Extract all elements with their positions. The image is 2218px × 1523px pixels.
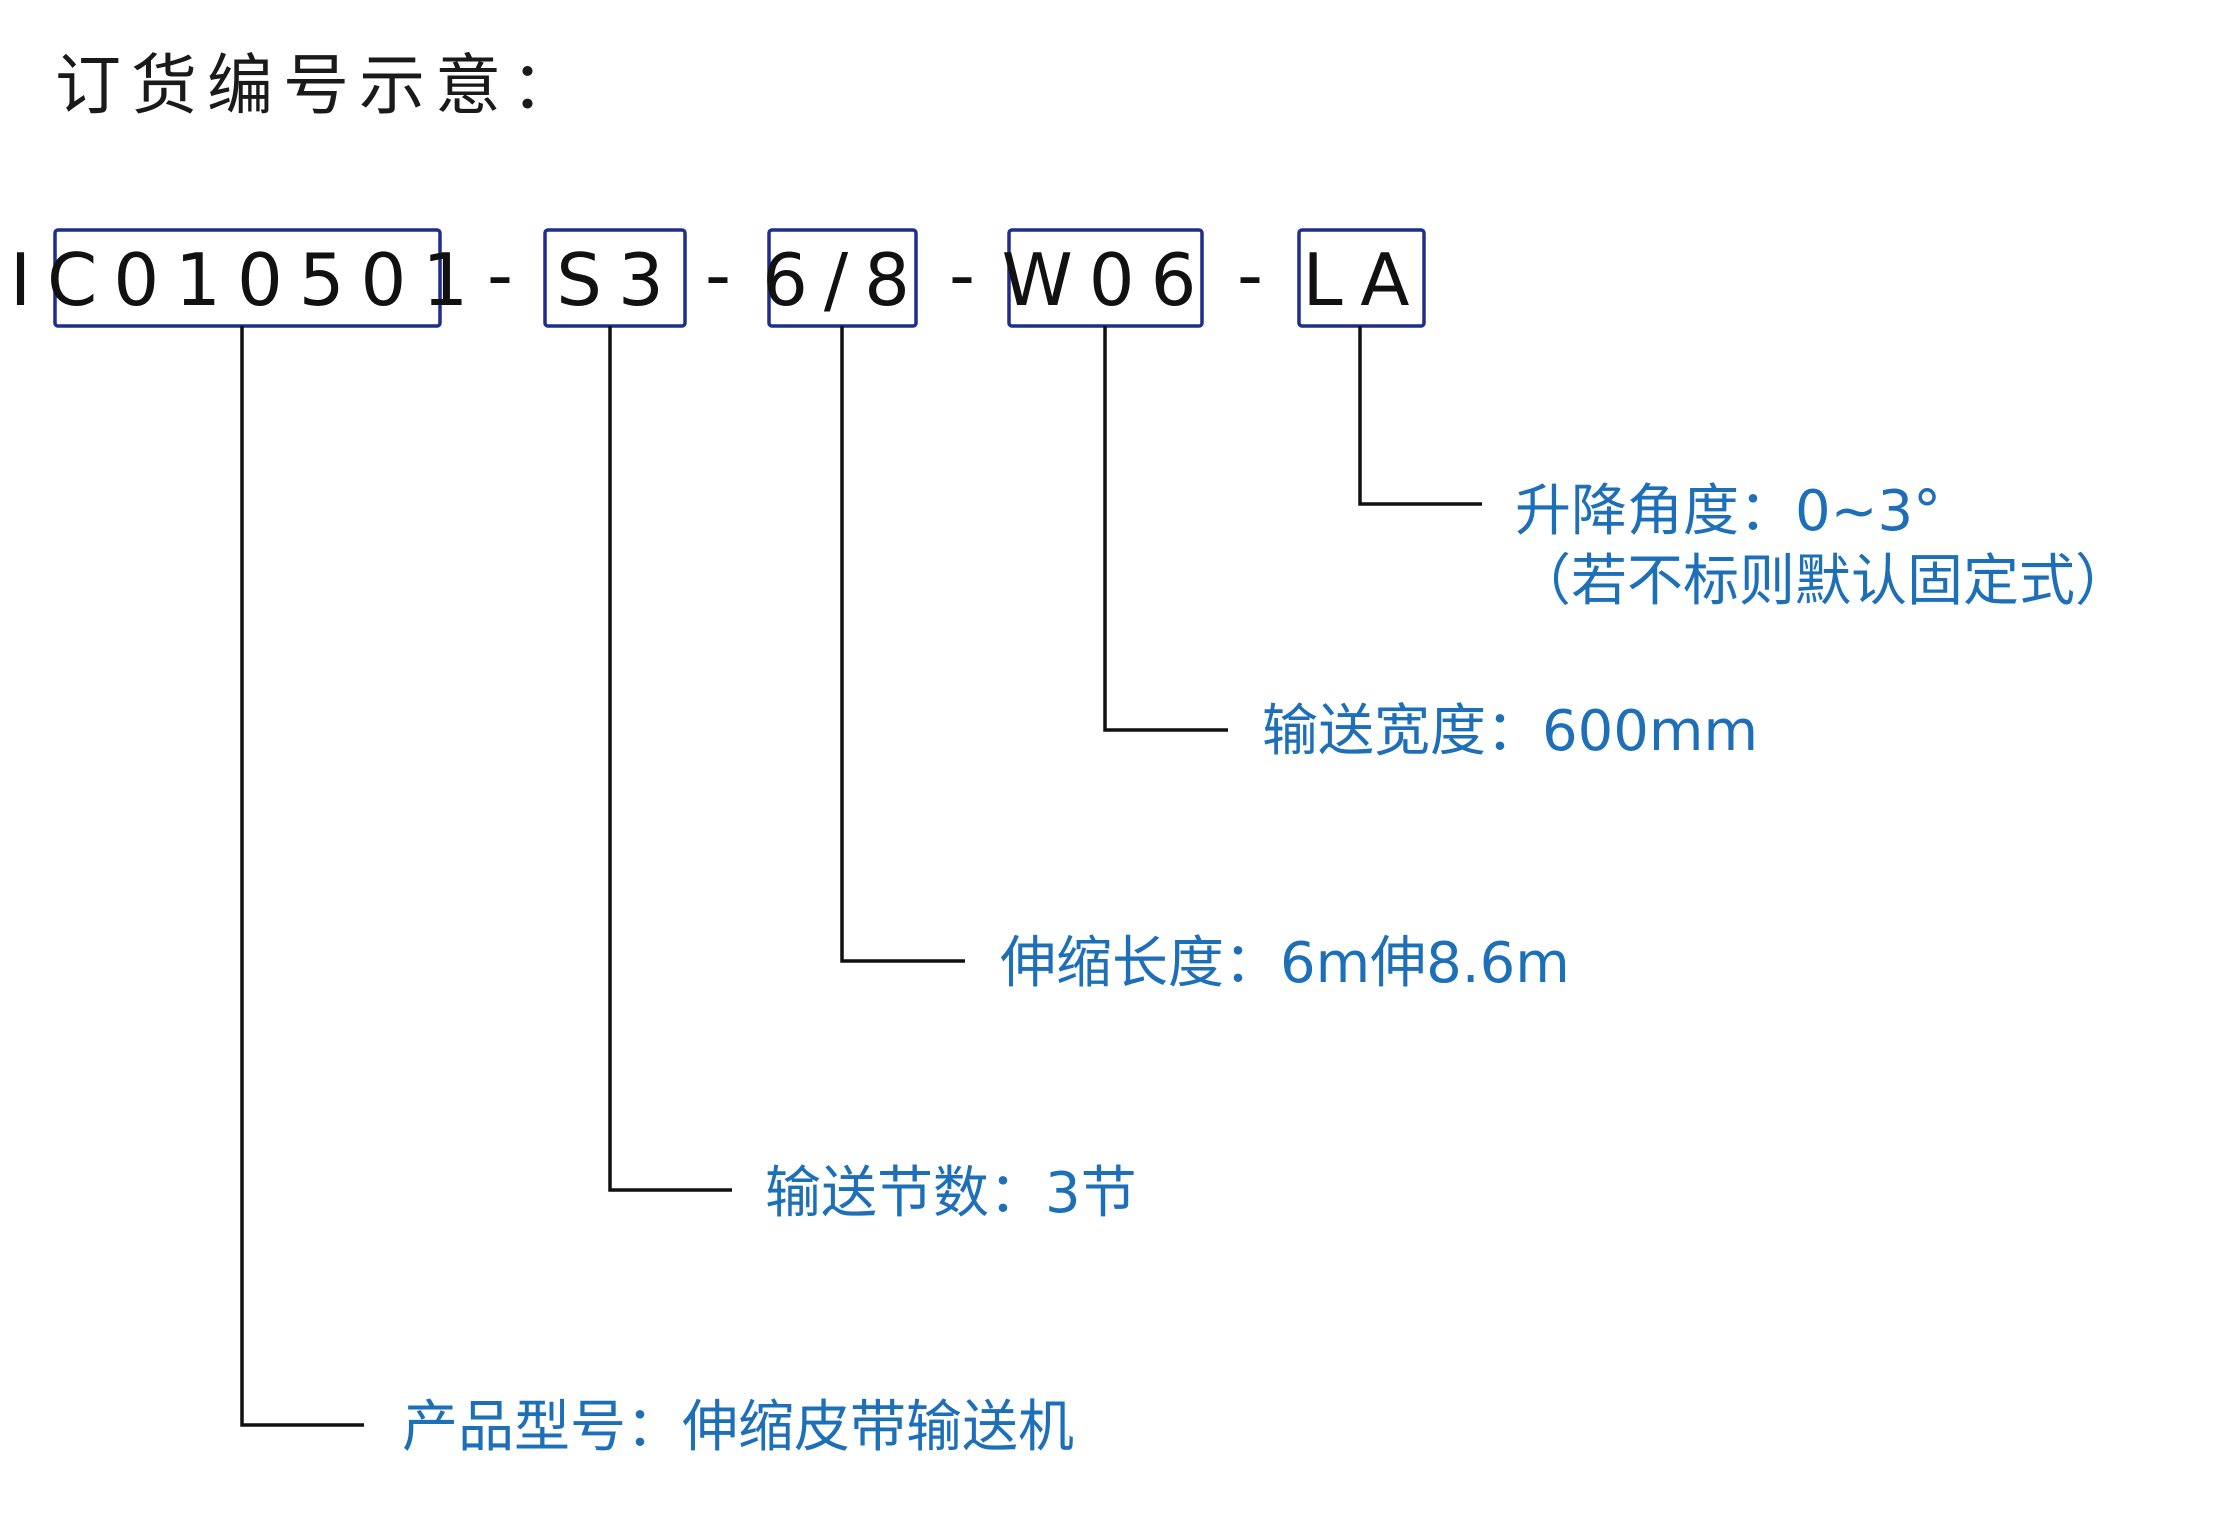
code-box-product-model (53, 228, 442, 328)
segment-ic010501: IC010501 (10, 228, 484, 328)
label-lift-angle: 升降角度：0~3° (1515, 479, 1941, 544)
leader-line-section-count (608, 326, 732, 1192)
leader-line-product-model (240, 326, 364, 1427)
separator-dash: - (705, 233, 731, 317)
segment-la: LA (1297, 228, 1426, 328)
code-box-section-count (543, 228, 687, 328)
label-conveying-width: 输送宽度：600mm (1262, 699, 1758, 764)
label-telescopic-length: 伸缩长度：6m伸8.6m (1000, 931, 1570, 996)
code-text-conveying-width: W06 (1002, 238, 1213, 322)
leader-line-conveying-width (1103, 326, 1228, 732)
segment-6-8: 6/8 (762, 228, 926, 328)
separator-dash: - (1237, 233, 1263, 317)
label-product-model: 产品型号：伸缩皮带输送机 (402, 1395, 1074, 1460)
label-lift-angle-note: （若不标则默认固定式） (1515, 549, 2131, 614)
segment-w06: W06 (1002, 228, 1213, 328)
leader-line-telescopic-length (840, 326, 965, 963)
code-text-lift-angle: LA (1302, 238, 1425, 322)
code-text-product-model: IC010501 (10, 238, 484, 322)
code-text-telescopic-length: 6/8 (762, 238, 926, 322)
separator-dash: - (487, 233, 513, 317)
code-text-section-count: S3 (556, 238, 680, 322)
separator-dash: - (949, 233, 975, 317)
segment-s3: S3 (543, 228, 687, 328)
label-section-count: 输送节数：3节 (765, 1161, 1137, 1226)
diagram-title: 订货编号示意： (55, 47, 587, 124)
leader-line-lift-angle (1358, 326, 1482, 506)
